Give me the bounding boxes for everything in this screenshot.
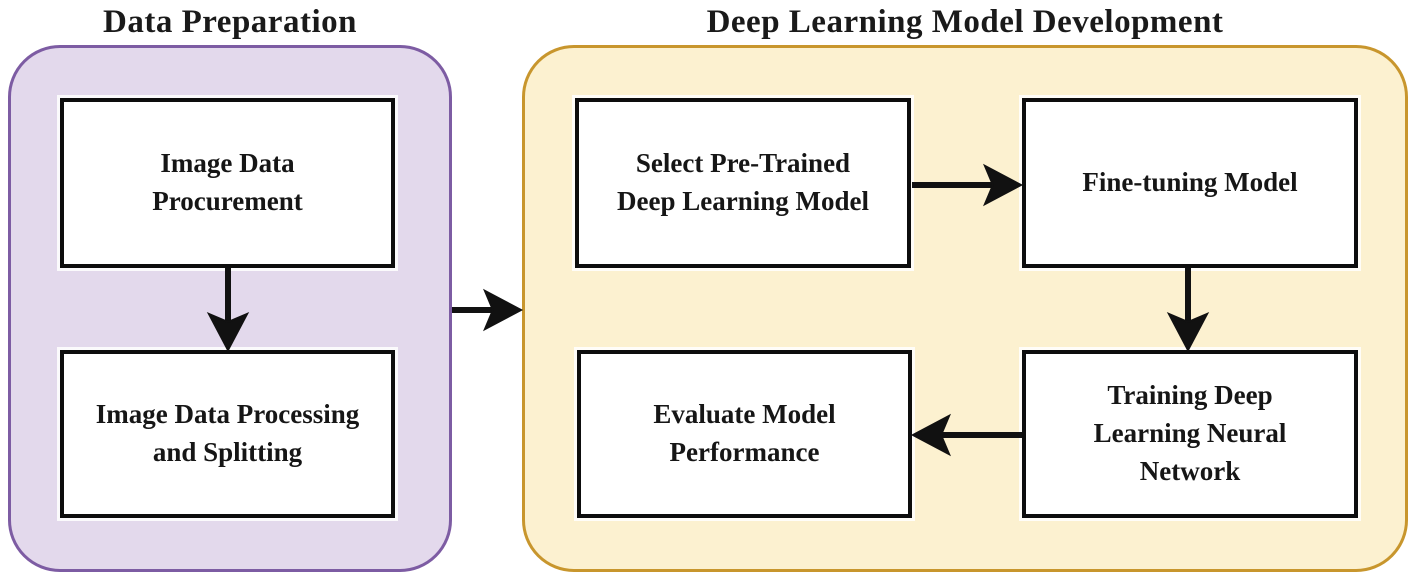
box-image-data-processing-and-splitting: Image Data Processing and Splitting — [60, 350, 395, 518]
box-training-deep-learning-neural-network: Training Deep Learning Neural Network — [1022, 350, 1358, 518]
box-select-pre-trained-deep-learning-model: Select Pre-Trained Deep Learning Model — [575, 98, 911, 268]
box-fine-tuning-model: Fine-tuning Model — [1022, 98, 1358, 268]
box-evaluate-model-performance: Evaluate Model Performance — [577, 350, 912, 518]
section-title-model-development: Deep Learning Model Development — [706, 3, 1224, 40]
arrow-preparation-to-development — [452, 288, 524, 332]
section-title-data-preparation: Data Preparation — [103, 3, 357, 40]
box-image-data-procurement: Image Data Procurement — [60, 98, 395, 268]
